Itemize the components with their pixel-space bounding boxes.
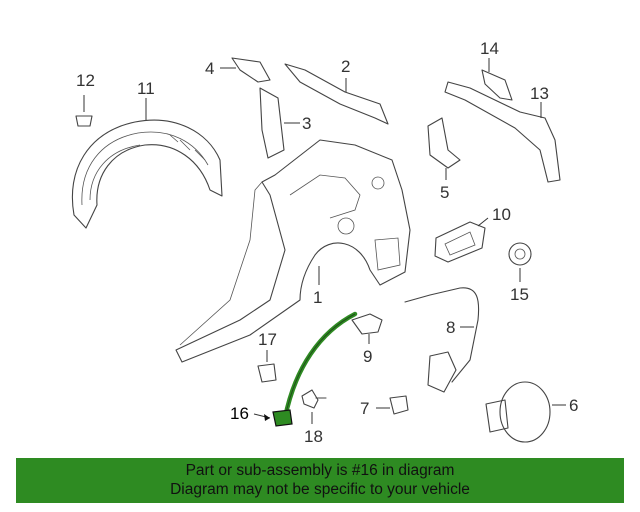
callout-18: 18 — [304, 427, 323, 446]
part-15-grommet — [508, 242, 532, 282]
callout-9: 9 — [363, 347, 373, 366]
parts-diagram-svg — [71, 57, 566, 443]
part-12-clip — [75, 95, 93, 127]
callout-3: 3 — [302, 114, 312, 133]
callout-4: 4 — [205, 59, 215, 78]
callout-10: 10 — [492, 205, 511, 224]
part-13-reinforcement — [444, 81, 561, 183]
callout-15: 15 — [510, 285, 529, 304]
part-17-clip — [257, 350, 277, 383]
callout-14: 14 — [480, 39, 499, 58]
parts-diagram: 1 2 3 4 5 6 7 8 9 10 11 12 13 14 15 16 1… — [71, 39, 579, 446]
part-7-clip — [376, 395, 409, 415]
part-11-wheel-liner — [71, 119, 223, 229]
part-4-bracket — [220, 57, 271, 83]
part-10-fuel-housing — [434, 217, 489, 263]
callout-16: 16 — [230, 404, 249, 423]
callout-1: 1 — [313, 288, 323, 307]
part-18-bolt — [301, 389, 327, 424]
callout-13: 13 — [530, 84, 549, 103]
callout-17: 17 — [258, 330, 277, 349]
callout-2: 2 — [341, 57, 351, 76]
callout-8: 8 — [446, 318, 456, 337]
info-banner: Part or sub-assembly is #16 in diagram D… — [16, 458, 624, 503]
callout-11: 11 — [137, 79, 155, 98]
part-5-bracket — [427, 117, 461, 180]
callout-12: 12 — [76, 71, 95, 90]
banner-line-1: Part or sub-assembly is #16 in diagram — [185, 462, 455, 479]
part-1-quarter-panel — [175, 139, 411, 363]
callout-6: 6 — [569, 396, 579, 415]
part-8-release-cable — [404, 287, 480, 393]
part-16-highlighted — [253, 311, 358, 427]
part-3-panel — [259, 87, 300, 159]
callout-5: 5 — [440, 183, 450, 202]
part-9-clip — [351, 313, 383, 344]
banner-line-2: Diagram may not be specific to your vehi… — [170, 481, 470, 498]
part-14-bracket — [481, 58, 513, 101]
part-6-fuel-lid — [485, 381, 566, 443]
part-2-rail — [284, 63, 389, 125]
callout-7: 7 — [360, 399, 370, 418]
